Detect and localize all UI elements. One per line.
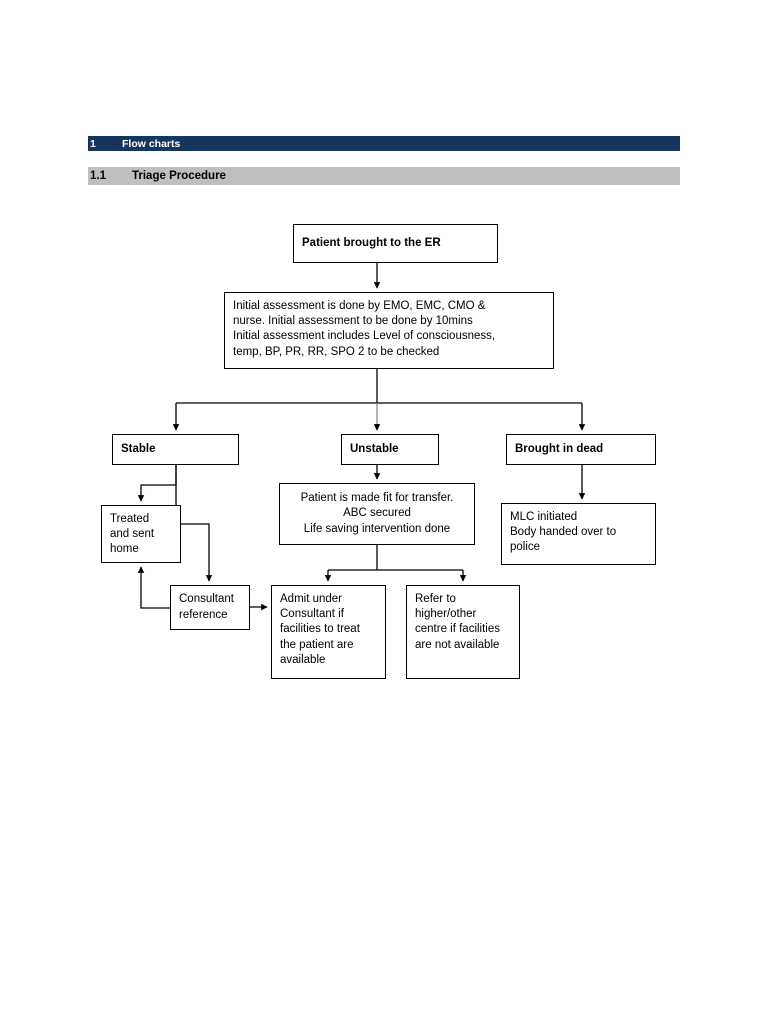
node-treated-and-sent-home-label: Treated and sent home (110, 513, 155, 556)
heading-2-text: Triage Procedure (132, 170, 226, 182)
node-initial-assessment: Initial assessment is done by EMO, EMC, … (224, 292, 554, 369)
node-brought-in-dead-label: Brought in dead (515, 442, 604, 455)
edge-stable-to-consultant-reference (175, 465, 213, 582)
node-patient-made-fit-for-transfer-label: Patient is made fit for transfer. ABC se… (300, 492, 454, 535)
node-refer-to-higher-centre-label: Refer to higher/other centre if faciliti… (415, 593, 501, 651)
node-unstable-label: Unstable (350, 442, 399, 455)
heading-1-number: 1 (90, 137, 96, 150)
node-stable-label: Stable (121, 442, 156, 455)
node-admit-under-consultant-label: Admit under Consultant if facilities to … (280, 593, 360, 666)
node-unstable: Unstable (341, 434, 439, 465)
heading-1-text: Flow charts (122, 137, 181, 150)
node-patient-made-fit-for-transfer: Patient is made fit for transfer. ABC se… (279, 483, 475, 545)
edge-stable-to-treated (137, 465, 177, 502)
node-initial-assessment-label: Initial assessment is done by EMO, EMC, … (233, 300, 496, 358)
node-stable: Stable (112, 434, 239, 465)
heading-2-triage-procedure: 1.1 Triage Procedure (88, 167, 680, 185)
node-brought-in-dead: Brought in dead (506, 434, 656, 465)
node-treated-and-sent-home: Treated and sent home (101, 505, 181, 563)
heading-2-number: 1.1 (90, 170, 106, 182)
node-consultant-reference: Consultant reference (170, 585, 250, 630)
node-refer-to-higher-centre: Refer to higher/other centre if faciliti… (406, 585, 520, 679)
node-patient-brought-to-er-label: Patient brought to the ER (302, 236, 441, 249)
node-patient-brought-to-er: Patient brought to the ER (293, 224, 498, 263)
node-mlc-initiated: MLC initiated Body handed over to police (501, 503, 656, 565)
node-consultant-reference-label: Consultant reference (179, 593, 234, 621)
edge-consultant-reference-to-treated (137, 566, 170, 609)
heading-1-flow-charts: 1 Flow charts (88, 136, 680, 151)
node-mlc-initiated-label: MLC initiated Body handed over to police (510, 511, 617, 554)
node-admit-under-consultant: Admit under Consultant if facilities to … (271, 585, 386, 679)
